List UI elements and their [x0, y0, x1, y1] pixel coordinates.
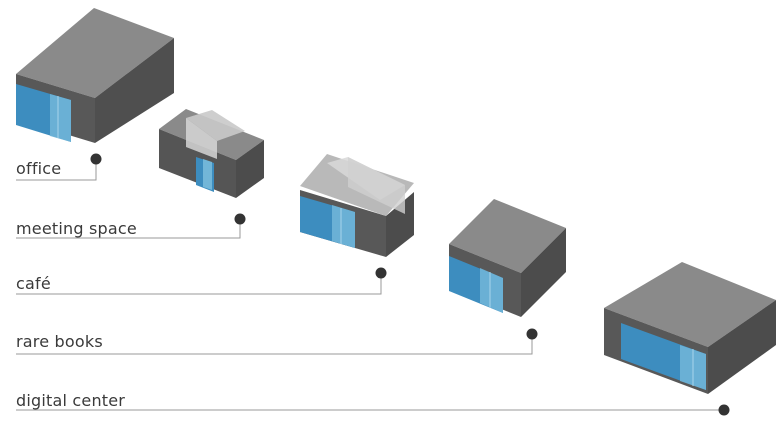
leader-office	[16, 160, 97, 181]
digital-center-side-face	[708, 300, 776, 394]
leader-lines	[16, 160, 724, 411]
marker-dot-meeting-space	[234, 213, 246, 225]
office-roof	[16, 8, 174, 98]
cafe-side-face	[386, 192, 414, 257]
leader-rare-books	[16, 334, 533, 355]
meeting-glass-roof	[186, 110, 245, 141]
office-side-face	[95, 38, 174, 143]
cafe-glass-side	[348, 157, 405, 214]
label-meeting-space: meeting space	[16, 219, 137, 238]
rare-books-building-icon	[449, 199, 566, 317]
office-building-icon	[16, 8, 174, 143]
digital-center-roof	[604, 262, 776, 347]
digital-center-building-icon	[604, 262, 776, 394]
meeting-space-building-icon	[159, 109, 264, 198]
rare-books-side-face	[521, 228, 566, 317]
label-rare-books: rare books	[16, 332, 103, 351]
marker-dot-cafe	[375, 267, 387, 279]
meeting-door-light	[203, 159, 212, 190]
marker-dot-rare-books	[526, 328, 538, 340]
marker-dots	[90, 153, 730, 416]
rare-books-roof	[449, 199, 566, 273]
marker-dot-office	[90, 153, 102, 165]
cafe-building-icon	[300, 154, 414, 257]
office-window-light	[50, 94, 71, 142]
marker-dot-digital-center	[718, 404, 730, 416]
meeting-side-face	[236, 140, 264, 198]
meeting-glass-wall	[186, 118, 217, 159]
cafe-window-light	[332, 205, 355, 248]
rare-books-window-light	[480, 268, 503, 313]
label-cafe: café	[16, 274, 51, 293]
label-digital-center: digital center	[16, 391, 126, 410]
leader-cafe	[16, 274, 382, 295]
leader-meeting-space	[16, 219, 241, 239]
label-office: office	[16, 159, 62, 178]
